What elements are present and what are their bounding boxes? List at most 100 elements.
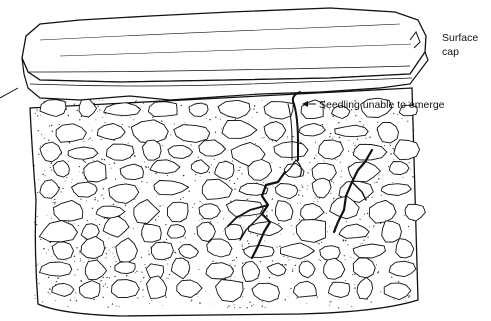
stipple-dot (54, 203, 55, 204)
stipple-dot (180, 242, 181, 243)
stipple-dot (408, 297, 409, 298)
stipple-dot (68, 115, 69, 116)
stipple-dot (43, 144, 44, 145)
stipple-dot (292, 269, 293, 270)
stipple-dot (223, 218, 224, 219)
stipple-dot (234, 188, 235, 189)
stipple-dot (330, 301, 331, 302)
stipple-dot (242, 277, 243, 278)
stipple-dot (213, 304, 214, 305)
stipple-dot (162, 305, 163, 306)
stipple-dot (362, 243, 363, 244)
stipple-dot (108, 306, 109, 307)
stipple-dot (293, 234, 294, 235)
stipple-dot (287, 199, 288, 200)
stipple-dot (284, 264, 285, 265)
soil-aggregate (167, 225, 185, 239)
stipple-dot (307, 189, 308, 190)
stipple-dot (170, 134, 171, 135)
stipple-dot (62, 188, 63, 189)
stipple-dot (95, 197, 96, 198)
stipple-dot (151, 300, 152, 301)
stipple-dot (215, 132, 216, 133)
stipple-dot (246, 307, 247, 308)
stipple-dot (318, 243, 319, 244)
stipple-dot (321, 242, 322, 243)
stipple-dot (209, 172, 210, 173)
stipple-dot (155, 173, 156, 174)
stipple-dot (112, 247, 113, 248)
stipple-dot (103, 286, 104, 287)
stipple-dot (109, 250, 110, 251)
stipple-dot (115, 276, 116, 277)
stipple-dot (59, 124, 60, 125)
stipple-dot (209, 119, 210, 120)
stipple-dot (80, 198, 81, 199)
stipple-dot (260, 261, 261, 262)
stipple-dot (102, 100, 103, 101)
stipple-dot (251, 196, 252, 197)
stipple-dot (373, 228, 374, 229)
stipple-dot (102, 117, 103, 118)
stipple-dot (352, 274, 353, 275)
stipple-dot (101, 280, 102, 281)
stipple-dot (272, 260, 273, 261)
stipple-dot (48, 277, 49, 278)
soil-aggregate (394, 140, 420, 160)
stipple-dot (82, 172, 83, 173)
stipple-dot (83, 160, 84, 161)
stipple-dot (322, 124, 323, 125)
stipple-dot (329, 301, 330, 302)
stipple-dot (402, 177, 403, 178)
stipple-dot (166, 278, 167, 279)
stipple-dot (242, 246, 243, 247)
stipple-dot (174, 124, 175, 125)
stipple-dot (192, 207, 193, 208)
stipple-dot (404, 215, 405, 216)
stipple-dot (144, 264, 145, 265)
stipple-dot (263, 137, 264, 138)
stipple-dot (93, 160, 94, 161)
stipple-dot (167, 175, 168, 176)
stipple-dot (48, 249, 49, 250)
stipple-dot (44, 248, 45, 249)
stipple-dot (210, 221, 211, 222)
stipple-dot (287, 257, 288, 258)
stipple-dot (48, 139, 49, 140)
stipple-dot (54, 199, 55, 200)
stipple-dot (391, 277, 392, 278)
stipple-dot (239, 218, 240, 219)
stipple-dot (205, 103, 206, 104)
stipple-dot (337, 160, 338, 161)
stipple-dot (80, 259, 81, 260)
stipple-dot (51, 170, 52, 171)
stipple-dot (106, 177, 107, 178)
stipple-dot (65, 181, 66, 182)
stipple-dot (365, 138, 366, 139)
stipple-dot (330, 193, 331, 194)
stipple-dot (97, 200, 98, 201)
stipple-dot (235, 119, 236, 120)
stipple-dot (329, 136, 330, 137)
stipple-dot (243, 227, 244, 228)
stipple-dot (150, 248, 151, 249)
stipple-dot (103, 277, 104, 278)
stipple-dot (245, 140, 246, 141)
stipple-dot (68, 221, 69, 222)
stipple-dot (49, 125, 50, 126)
stipple-dot (105, 113, 106, 114)
stipple-dot (55, 204, 56, 205)
stipple-dot (99, 100, 100, 101)
stipple-dot (241, 174, 242, 175)
stipple-dot (113, 204, 114, 205)
stipple-dot (53, 202, 54, 203)
stipple-dot (251, 305, 252, 306)
soil-aggregate (167, 202, 188, 222)
stipple-dot (101, 159, 102, 160)
stipple-dot (149, 303, 150, 304)
stipple-dot (172, 174, 173, 175)
stipple-dot (93, 299, 94, 300)
stipple-dot (214, 159, 215, 160)
stipple-dot (42, 301, 43, 302)
stipple-dot (307, 185, 308, 186)
